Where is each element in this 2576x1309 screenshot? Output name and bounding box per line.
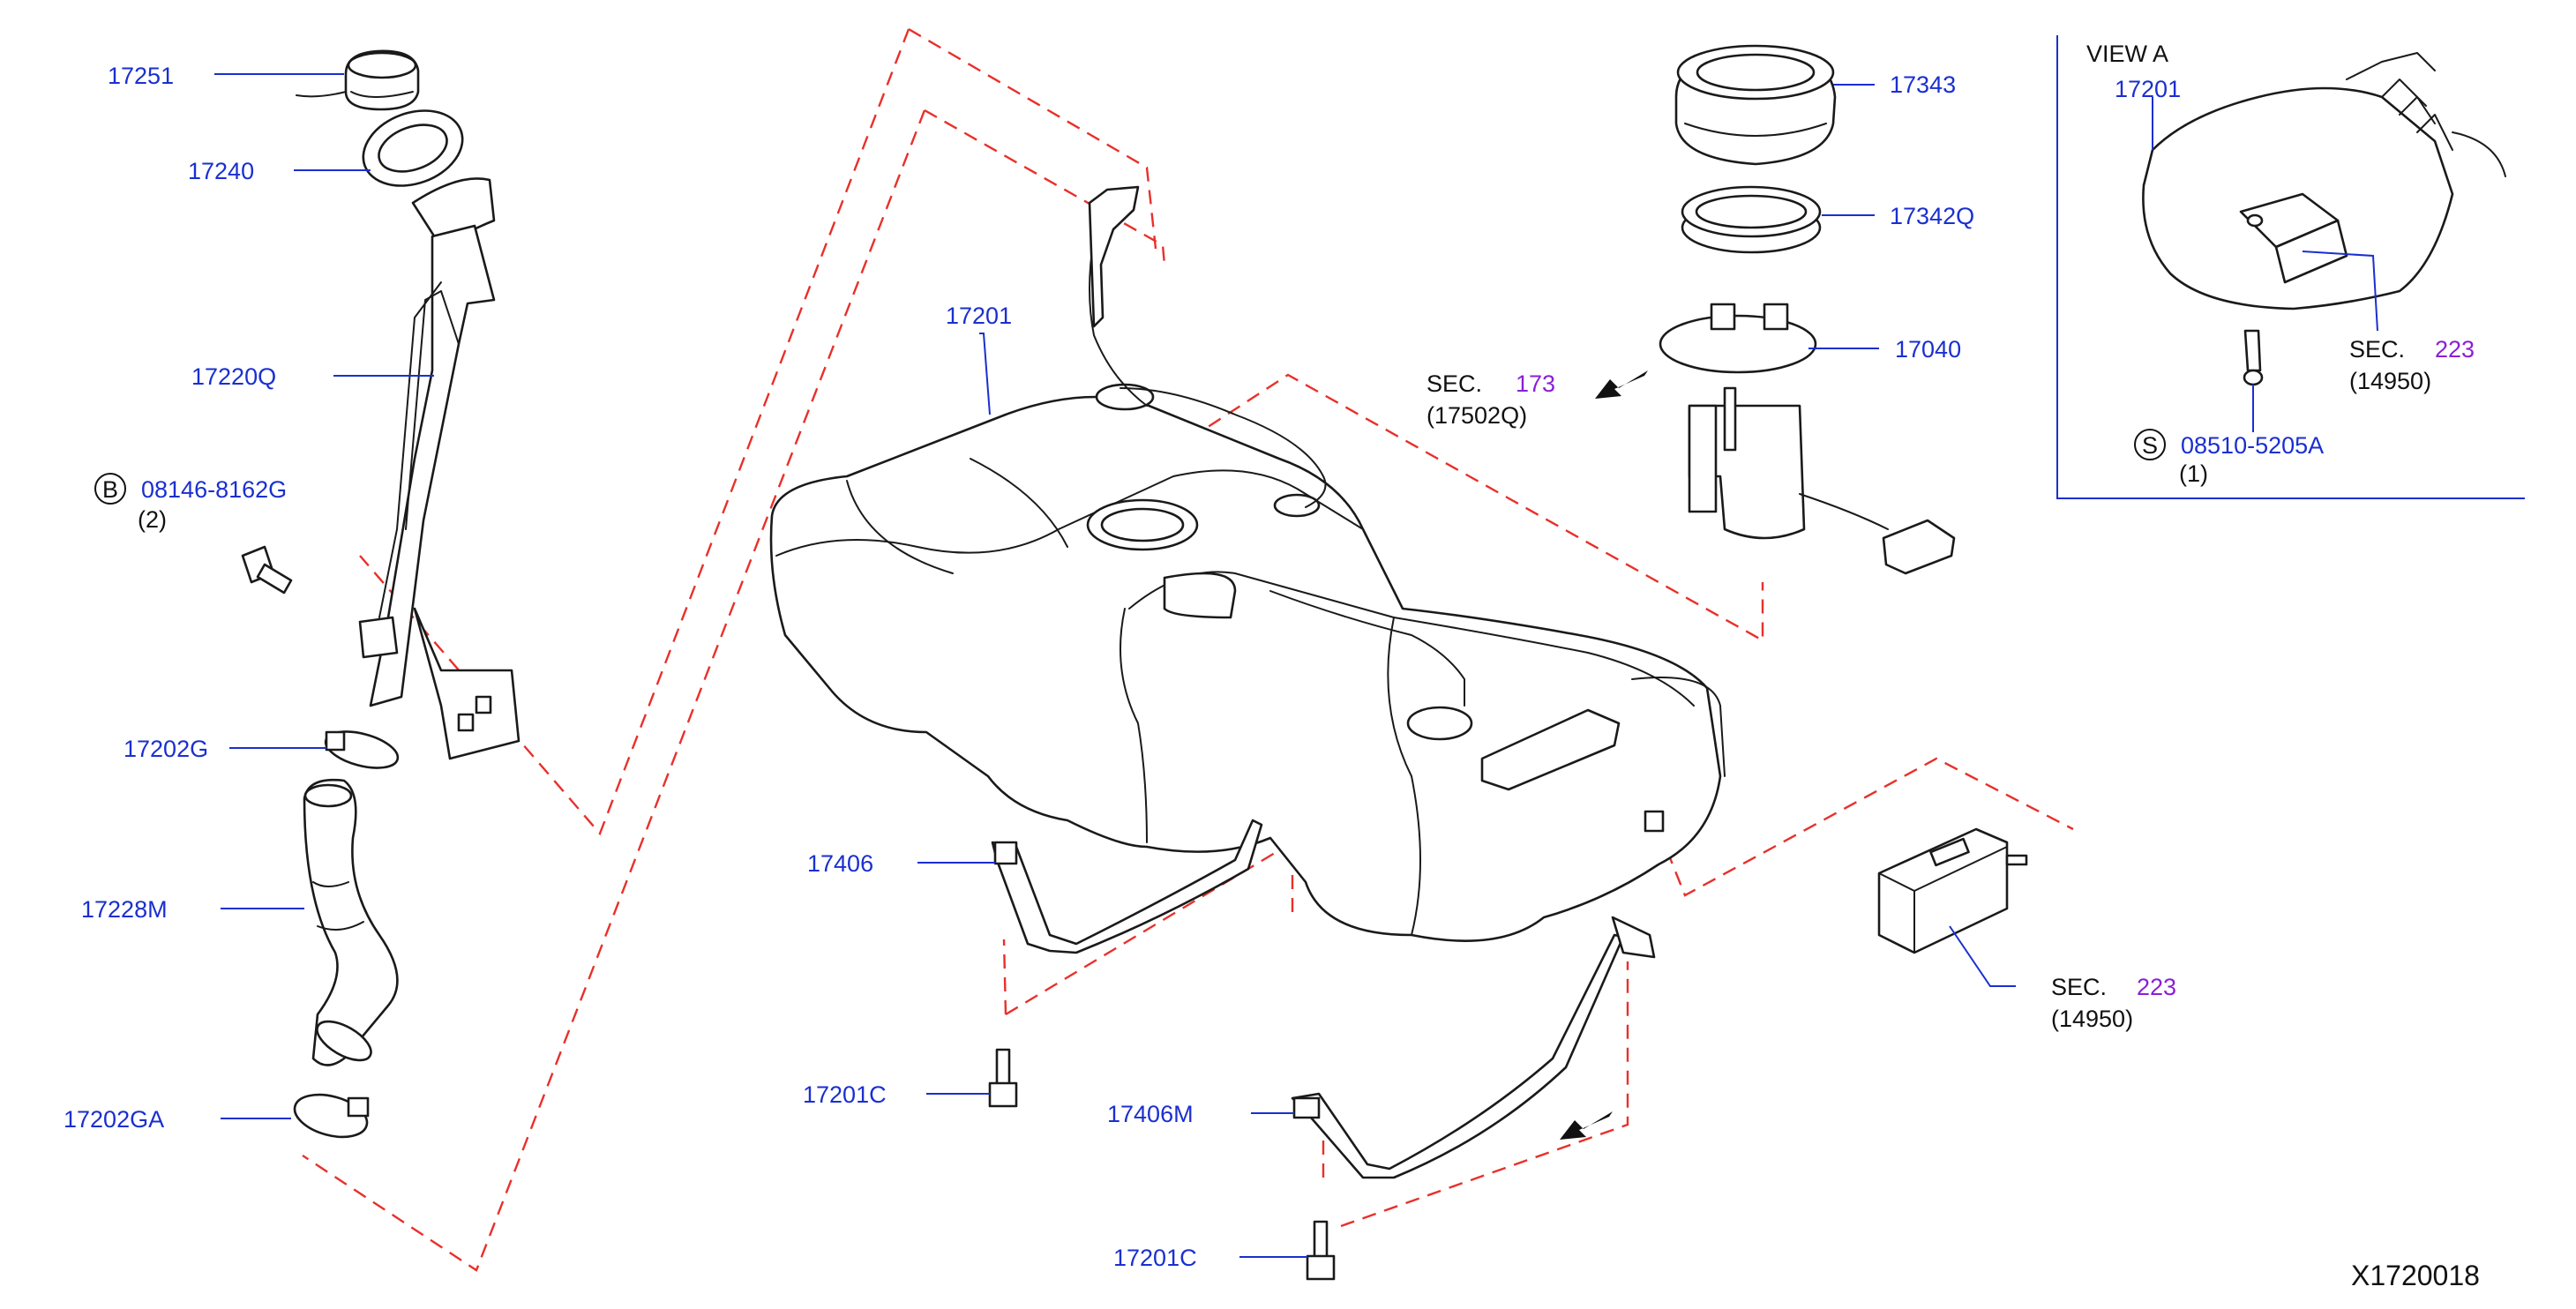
pump-gasket: [1681, 185, 1822, 254]
sec-223-canister-number: 223: [2137, 974, 2176, 1000]
drawing-number: X1720018: [2351, 1260, 2480, 1291]
label-17040: 17040: [1895, 336, 1961, 363]
label-17220q: 17220Q: [191, 363, 276, 390]
label-17201-view: 17201: [2115, 76, 2181, 102]
strap-bolt-front: [988, 1048, 1018, 1108]
filler-cap: [296, 49, 420, 111]
label-17343: 17343: [1890, 71, 1956, 98]
sec-223-canister-sub: (14950): [2051, 1006, 2133, 1032]
view-a-frame: [2056, 35, 2525, 499]
label-17406m: 17406M: [1107, 1101, 1194, 1127]
filler-hose: [303, 778, 399, 1066]
qty-08146-8162g: (2): [138, 506, 167, 533]
tank-strap-rear: [1291, 916, 1656, 1179]
label-17201c-rear: 17201C: [1113, 1245, 1197, 1271]
lock-ring: [1674, 44, 1837, 166]
badge-b-circle: [94, 473, 126, 505]
filler-tube: [358, 177, 520, 760]
label-08510-5205a: 08510-5205A: [2181, 432, 2324, 459]
badge-s: S: [2142, 432, 2158, 459]
sec-223-canister-prefix: SEC.: [2051, 974, 2107, 1000]
qty-08510-5205a: (1): [2179, 460, 2208, 487]
label-17201: 17201: [946, 303, 1012, 329]
label-08146-8162g: 08146-8162G: [141, 476, 287, 503]
view-a-title: VIEW A: [2086, 41, 2168, 67]
sec-223-view-prefix: SEC.: [2349, 336, 2405, 363]
sec-173-sub: (17502Q): [1427, 402, 1527, 429]
badge-b: B: [102, 476, 118, 503]
badge-s-circle: [2134, 429, 2166, 460]
filler-seal: [362, 109, 464, 187]
hose-clamp-upper: [324, 730, 400, 769]
sec-223-view-sub: (14950): [2349, 368, 2431, 394]
sec-173-number: 173: [1516, 370, 1555, 397]
strap-bolt-rear: [1306, 1220, 1336, 1281]
tank-strap-front: [991, 819, 1263, 954]
label-17201c-front: 17201C: [803, 1081, 887, 1108]
label-17202ga: 17202GA: [64, 1106, 164, 1133]
label-17240: 17240: [188, 158, 254, 184]
bolt-08146: [241, 545, 293, 595]
label-17202g: 17202G: [124, 736, 208, 762]
label-17251: 17251: [108, 63, 174, 89]
part-labels: 17251 17240 17220Q B 08146-8162G (2) 172…: [64, 41, 2480, 1291]
fuel-tank: [769, 185, 1726, 942]
evap-canister: [1877, 827, 2028, 954]
leader-lines: [214, 73, 2378, 1258]
sec-173-prefix: SEC.: [1427, 370, 1482, 397]
hose-clamp-lower: [293, 1093, 370, 1139]
label-17406: 17406: [807, 850, 873, 877]
direction-arrow-upper: [1595, 370, 1648, 399]
sec-223-view-number: 223: [2435, 336, 2475, 363]
fuel-pump-module: [1659, 303, 1956, 575]
label-17228m: 17228M: [81, 896, 168, 923]
view-a-tank-detail: [2142, 52, 2506, 386]
label-17342q: 17342Q: [1890, 203, 1974, 229]
direction-arrow-lower: [1560, 1111, 1613, 1140]
